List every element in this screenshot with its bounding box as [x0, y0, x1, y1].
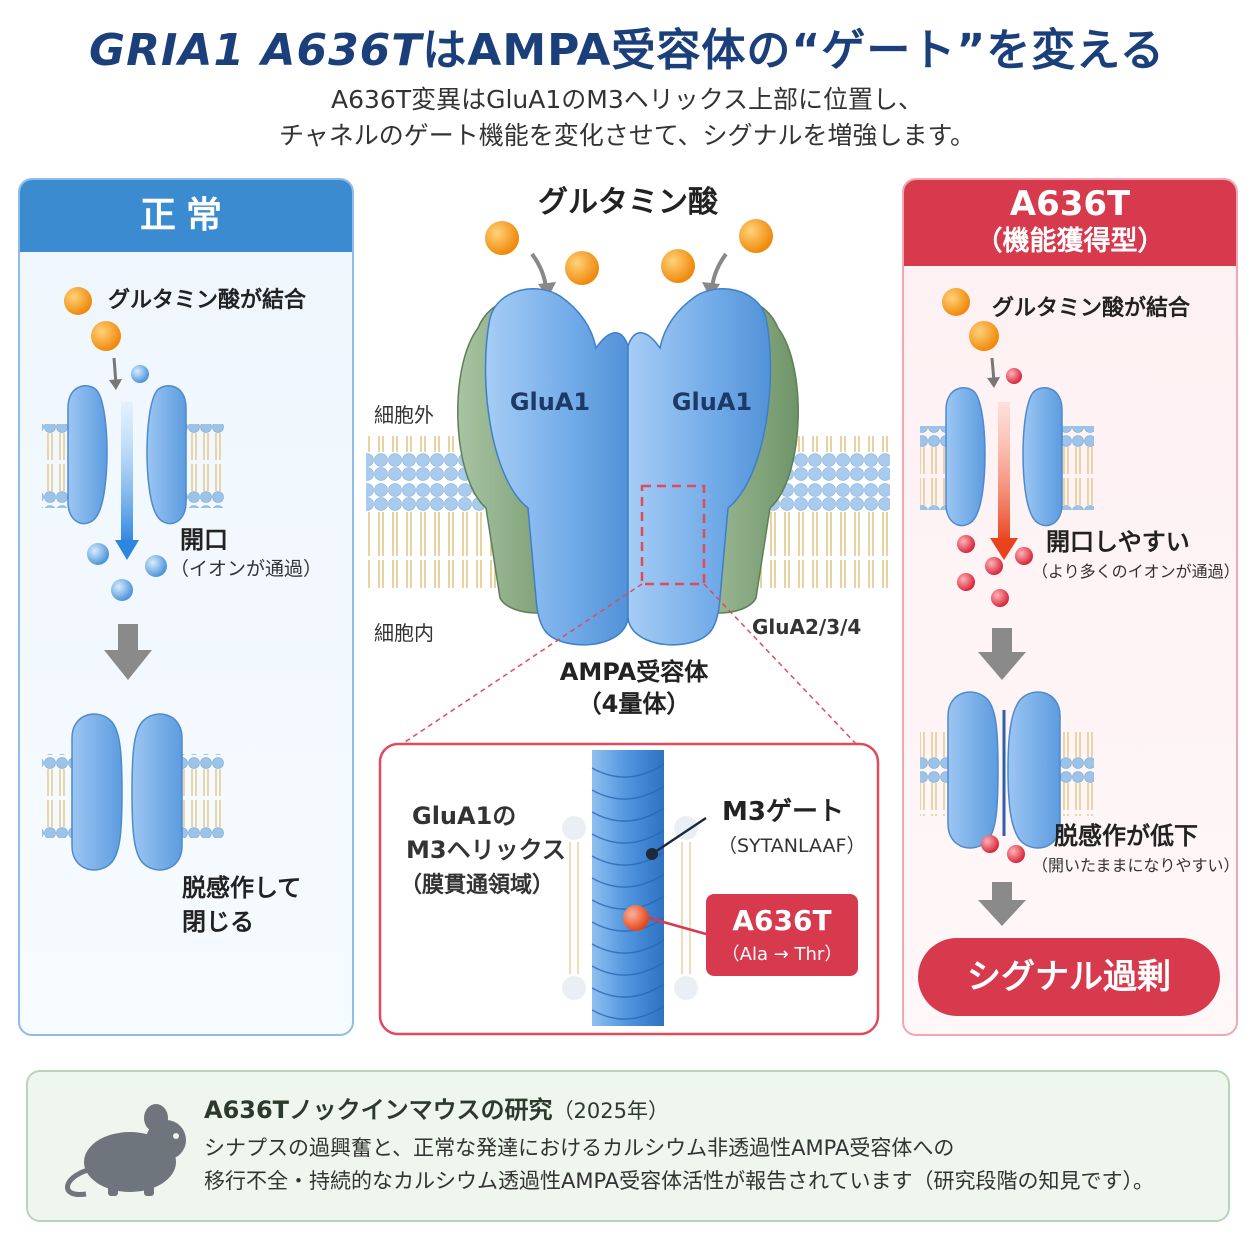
normal-desens-line-2: 閉じる — [182, 908, 254, 936]
glua1-label-right: GluA1 — [672, 388, 752, 416]
research-note-line-2: 移行不全・持続的なカルシウム透過性AMPA受容体活性が報告されています（研究段階… — [204, 1169, 1155, 1193]
normal-panel: 正常 — [18, 178, 354, 1036]
glutamate-ball — [661, 249, 695, 283]
ion-ball — [985, 557, 1003, 575]
glutamate-ball — [739, 219, 773, 253]
down-arrow-icon — [978, 900, 1026, 926]
mutant-header-line-2: （機能獲得型） — [975, 226, 1165, 257]
ion-ball — [87, 543, 109, 565]
research-note-box: A636Tノックインマウスの研究（2025年） シナプスの過興奮と、正常な発達に… — [26, 1070, 1230, 1222]
research-note-title: A636Tノックインマウスの研究（2025年） — [204, 1090, 669, 1125]
normal-desens-line-1: 脱感作して — [182, 874, 302, 902]
channel-subunit-left — [67, 385, 108, 525]
helix-label-line-2: M3ヘリックス — [406, 836, 566, 864]
mutation-badge-sub: （Ala → Thr） — [722, 944, 843, 965]
normal-open-label: 開口 — [180, 526, 228, 554]
research-note-line-1: シナプスの過興奮と、正常な発達におけるカルシウム非透過性AMPA受容体への — [204, 1136, 955, 1160]
glutamate-ball — [565, 251, 599, 285]
mutation-badge-label: A636T — [732, 904, 831, 937]
m3-gate-sequence: （SYTANLAAF） — [718, 835, 865, 857]
glua1-label-left: GluA1 — [510, 388, 590, 416]
desens-channel-right — [1007, 691, 1061, 849]
mutant-header: A636T （機能獲得型） — [904, 180, 1236, 266]
ion-ball — [957, 535, 975, 553]
glutamate-ball — [91, 321, 121, 351]
normal-binding-label: グルタミン酸が結合 — [108, 288, 307, 313]
ion-ball — [981, 835, 999, 853]
page-title: GRIA1 A636TはAMPA受容体の“ゲート”を変える — [0, 14, 1254, 78]
desens-channel-left — [947, 691, 999, 849]
glua1-subunit-left — [484, 288, 629, 646]
mutation-site-dot — [623, 905, 649, 931]
mutant-binding-label: グルタミン酸が結合 — [992, 296, 1191, 321]
ion-ball — [111, 579, 133, 601]
glutamate-ball — [485, 221, 519, 255]
extracellular-label: 細胞外 — [374, 403, 434, 427]
ion-ball — [1006, 368, 1022, 384]
mutant-diagram — [920, 288, 1094, 926]
receptor-diagram: グルタミン酸 GluA1 GluA1 細胞外 細胞内 GluA2/3/4 AMP… — [366, 185, 890, 1036]
mutant-open-label: 開口しやすい — [1046, 528, 1190, 556]
helix-label-line-3: （膜貫通領域） — [400, 872, 554, 898]
mutant-panel: A636T （機能獲得型） — [902, 178, 1238, 1036]
ampa-receptor-sub: （4量体） — [578, 690, 691, 718]
normal-header: 正常 — [20, 180, 352, 252]
channel-subunit-left — [945, 387, 986, 527]
normal-diagram — [42, 287, 224, 871]
glutamate-label: グルタミン酸 — [538, 185, 719, 220]
helix-label-line-1: GluA1の — [412, 802, 516, 830]
ion-ball — [1015, 547, 1033, 565]
mutant-header-line-1: A636T — [1009, 184, 1131, 224]
ion-ball — [1007, 845, 1025, 863]
closed-channel-right — [131, 713, 183, 871]
intracellular-label: 細胞内 — [374, 621, 434, 645]
research-note-heading: A636Tノックインマウスの研究 — [204, 1096, 553, 1124]
ion-ball — [991, 589, 1009, 607]
channel-subunit-right — [1022, 387, 1063, 527]
ion-ball — [131, 365, 149, 383]
glua1-subunit-right — [627, 288, 772, 646]
normal-open-sub: （イオンが通過） — [170, 558, 323, 580]
mutant-desens-sub: （開いたままになりやすい） — [1032, 856, 1238, 875]
subtitle-line-2: チャネルのゲート機能を変化させて、シグナルを増強します。 — [278, 121, 975, 150]
research-note-text: シナプスの過興奮と、正常な発達におけるカルシウム非透過性AMPA受容体への 移行… — [204, 1132, 1224, 1198]
down-arrow-icon — [978, 652, 1026, 680]
mouse-icon — [65, 1104, 186, 1197]
mutant-open-sub: （より多くのイオンが通過） — [1032, 562, 1238, 581]
down-arrow-icon — [104, 650, 152, 680]
channel-subunit-right — [146, 385, 187, 525]
research-note-year: （2025年） — [552, 1099, 670, 1123]
glutamate-ball — [64, 287, 92, 315]
ion-ball — [957, 573, 975, 591]
title-rest: はAMPA受容体の“ゲート”を変える — [422, 25, 1165, 76]
closed-channel-left — [71, 713, 123, 871]
signal-excess-badge: シグナル過剰 — [918, 938, 1220, 1016]
subtitle-line-1: A636T変異はGluA1のM3ヘリックス上部に位置し、 — [331, 85, 923, 114]
gate-region-highlight — [640, 484, 706, 586]
mutation-badge — [706, 894, 858, 976]
m3-gate-label: M3ゲート — [722, 797, 844, 827]
glutamate-ball — [969, 321, 999, 351]
glua234-label: GluA2/3/4 — [752, 615, 861, 639]
ampa-receptor-label: AMPA受容体 — [560, 658, 709, 686]
glutamate-ball — [942, 288, 970, 316]
title-gene: GRIA1 A636T — [89, 25, 423, 76]
subtitle: A636T変異はGluA1のM3ヘリックス上部に位置し、 チャネルのゲート機能を… — [0, 82, 1254, 154]
mutant-desens-label: 脱感作が低下 — [1054, 822, 1198, 850]
ion-ball — [145, 555, 167, 577]
